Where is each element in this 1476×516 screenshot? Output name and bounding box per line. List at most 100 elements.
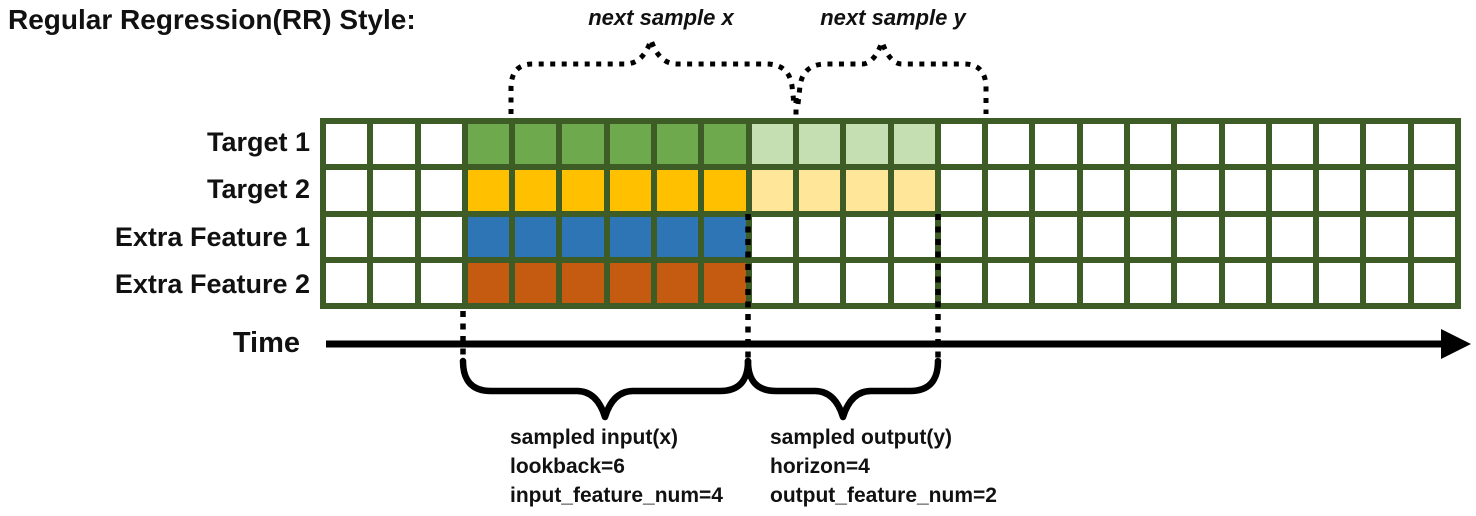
grid-cell <box>515 216 557 257</box>
grid-cell <box>1319 170 1361 211</box>
grid-cell <box>1224 216 1266 257</box>
grid-cell <box>420 124 462 165</box>
grid-cell <box>1129 262 1172 303</box>
grid-cell <box>798 262 841 303</box>
grid-cell <box>751 124 793 165</box>
grid-cell <box>751 170 793 211</box>
grid-cell <box>704 124 746 165</box>
row-label-extra-feature-2: Extra Feature 2 <box>114 269 310 299</box>
grid-cell <box>1129 216 1172 257</box>
grid-cell <box>940 124 983 165</box>
grid-cell <box>657 124 699 165</box>
next-sample-x-brace <box>508 32 797 114</box>
sampled-output-line2: horizon=4 <box>770 455 870 478</box>
grid-cell <box>1271 262 1314 303</box>
grid-cell <box>467 170 510 211</box>
grid-cell <box>515 262 557 303</box>
grid-cell <box>1035 216 1077 257</box>
grid-cell <box>846 216 888 257</box>
grid-cell <box>467 262 510 303</box>
sampled-input-line3: input_feature_num=4 <box>510 484 723 507</box>
diagram-title: Regular Regression(RR) Style: <box>8 4 416 35</box>
grid-cell <box>562 170 604 211</box>
grid-cell <box>1224 124 1266 165</box>
grid-cell <box>420 262 462 303</box>
grid-cell <box>704 262 746 303</box>
grid-cell <box>893 170 935 211</box>
sampled-output-line1: sampled output(y) <box>770 426 952 449</box>
grid-cell <box>798 170 841 211</box>
grid-cell <box>940 216 983 257</box>
grid-cell <box>1224 170 1266 211</box>
grid-cell <box>373 124 415 165</box>
next-sample-y-label: next sample y <box>820 5 966 30</box>
grid-cell <box>609 124 652 165</box>
grid-cell <box>562 262 604 303</box>
grid-cell <box>326 262 368 303</box>
grid-cell <box>373 170 415 211</box>
grid-cell <box>562 124 604 165</box>
grid-cell <box>1129 124 1172 165</box>
grid-cell <box>988 216 1030 257</box>
grid-cell <box>1413 216 1455 257</box>
grid-cell <box>1366 170 1408 211</box>
time-axis-label: Time <box>232 327 300 359</box>
grid-cell <box>704 170 746 211</box>
grid-cell <box>988 124 1030 165</box>
grid-cell <box>420 216 462 257</box>
grid-cell <box>798 124 841 165</box>
grid-cell <box>940 170 983 211</box>
grid-cell <box>704 216 746 257</box>
grid-cell <box>1035 124 1077 165</box>
grid-cell <box>373 216 415 257</box>
grid-cell <box>1177 262 1219 303</box>
grid-cell <box>326 124 368 165</box>
sampled-output-text: sampled output(y) horizon=4 output_featu… <box>770 423 997 510</box>
grid-cell <box>609 262 652 303</box>
grid-cell <box>326 216 368 257</box>
grid-cell <box>1035 170 1077 211</box>
grid-cell <box>1271 170 1314 211</box>
grid-cell <box>1319 262 1361 303</box>
grid-cell <box>326 170 368 211</box>
grid-cell <box>1082 216 1124 257</box>
next-sample-x-label: next sample x <box>588 5 734 30</box>
grid-cell <box>893 262 935 303</box>
sampled-input-line2: lookback=6 <box>510 455 625 478</box>
grid-cell <box>846 124 888 165</box>
sampled-input-brace <box>459 357 752 421</box>
grid-cell <box>1413 124 1455 165</box>
grid-cell <box>467 216 510 257</box>
grid-cell <box>1035 262 1077 303</box>
grid-cell <box>1319 124 1361 165</box>
grid-cell <box>1082 262 1124 303</box>
grid-cell <box>420 170 462 211</box>
grid-cell <box>467 124 510 165</box>
grid-cell <box>1177 216 1219 257</box>
timeseries-grid <box>320 118 1461 309</box>
grid-cell <box>988 262 1030 303</box>
grid-cell <box>988 170 1030 211</box>
grid-cell <box>1319 216 1361 257</box>
grid-cell <box>1271 124 1314 165</box>
grid-cell <box>1129 170 1172 211</box>
grid-cell <box>846 262 888 303</box>
grid-cell <box>657 170 699 211</box>
grid-cell <box>751 216 793 257</box>
grid-cell <box>751 262 793 303</box>
grid-cell <box>1177 170 1219 211</box>
grid-cell <box>373 262 415 303</box>
grid-cell <box>609 216 652 257</box>
row-label-target-1: Target 1 <box>206 127 310 157</box>
row-label-extra-feature-1: Extra Feature 1 <box>114 222 310 252</box>
grid-cell <box>1271 216 1314 257</box>
grid-cell <box>1366 216 1408 257</box>
grid-cell <box>1082 170 1124 211</box>
grid-cell <box>515 124 557 165</box>
grid-cell <box>1082 124 1124 165</box>
next-sample-y-brace <box>795 34 989 114</box>
grid-cell <box>1366 124 1408 165</box>
grid-cell <box>609 170 652 211</box>
sampled-output-brace <box>744 357 942 421</box>
